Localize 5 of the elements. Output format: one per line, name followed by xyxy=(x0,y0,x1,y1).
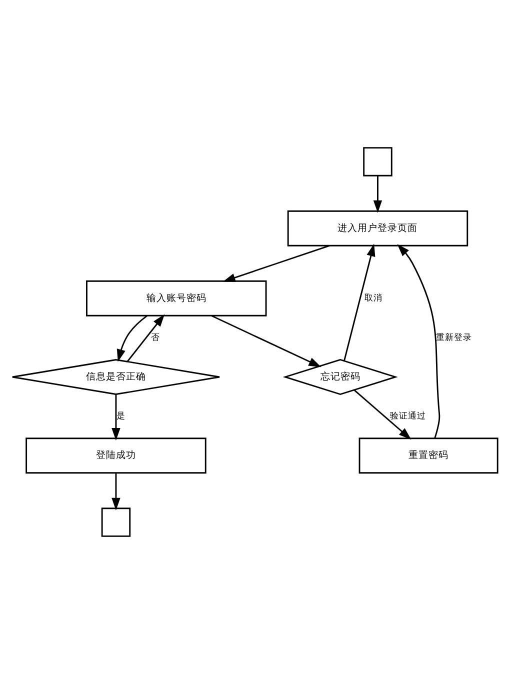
edge-label: 取消 xyxy=(364,293,382,304)
edge-label: 否 xyxy=(150,332,160,343)
edge-label: 重新登录 xyxy=(436,332,472,343)
edge-label: 验证通过 xyxy=(390,411,426,422)
edge-label: 是 xyxy=(116,411,126,422)
